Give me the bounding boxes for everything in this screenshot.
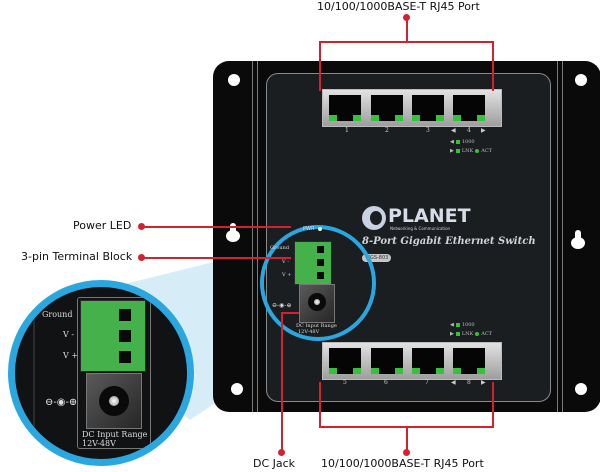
terminal-label-ground-small: Ground	[270, 245, 290, 251]
rj45-port-block-bottom	[322, 342, 502, 380]
terminal-label-vminus: V -	[63, 330, 75, 339]
callout-dot	[278, 449, 285, 456]
rj45-port-1[interactable]	[329, 95, 361, 121]
callout-dot	[403, 449, 410, 456]
arrow-left-icon: ◀	[451, 127, 456, 134]
dc-polarity-icon: ⊖-◉-⊕	[45, 397, 78, 408]
callout-bottom-rj45-ports: 10/100/1000BASE-T RJ45 Port	[321, 457, 484, 470]
brand-name: PLANET	[388, 205, 471, 227]
rj45-port-6[interactable]	[371, 348, 403, 374]
terminal-label-vplus-small: V +	[282, 272, 292, 278]
dc-input-range-value: 12V-48V	[82, 439, 116, 448]
port-label-3: 3	[426, 127, 430, 134]
rj45-port-3[interactable]	[412, 95, 444, 121]
dc-input-range-label: DC Input Range	[82, 430, 148, 439]
plate-rail-right	[557, 61, 563, 412]
power-led-indicator	[318, 227, 322, 231]
port-label-4: 4	[467, 127, 471, 134]
brand-tagline: Networking & Communication	[390, 226, 451, 231]
arrow-left-icon: ◀	[451, 379, 456, 386]
callout-terminal-block: 3-pin Terminal Block	[21, 250, 133, 263]
product-title: 8-Port Gigabit Ethernet Switch	[362, 236, 536, 247]
led-legend-speed-top: ◀1000	[450, 139, 475, 145]
rj45-port-7[interactable]	[412, 348, 444, 374]
rj45-port-8[interactable]	[453, 348, 485, 374]
mount-hole-top-left	[228, 74, 240, 86]
dc-jack-small[interactable]	[299, 284, 335, 323]
arrow-right-icon: ▶	[481, 379, 486, 386]
led-legend-speed-bottom: ◀1000	[450, 322, 475, 328]
callout-dc-jack: DC Jack	[253, 457, 296, 470]
power-led-label: PWR	[303, 226, 315, 232]
callout-top-rj45-ports: 10/100/1000BASE-T RJ45 Port	[317, 0, 480, 13]
callout-power-led: Power LED	[73, 219, 132, 232]
dc-jack-magnified[interactable]	[86, 373, 142, 429]
keyhole-left	[226, 223, 240, 242]
port-label-2: 2	[385, 127, 389, 134]
port-label-7: 7	[425, 379, 429, 386]
rj45-port-2[interactable]	[371, 95, 403, 121]
model-badge: WGS-803	[362, 254, 392, 262]
terminal-block-magnified	[80, 300, 146, 372]
port-label-1: 1	[345, 127, 349, 134]
planet-logo-icon	[362, 206, 386, 230]
dc-input-range-label-small: DC Input Range	[296, 323, 337, 329]
port-label-5: 5	[343, 379, 347, 386]
power-section-magnified: Ground V - V + ⊖-◉-⊕ DC Input Range 12V-…	[8, 280, 194, 466]
terminal-block-small	[294, 241, 332, 285]
keyhole-right	[571, 230, 585, 249]
rj45-port-block-top	[322, 89, 502, 127]
arrow-right-icon: ▶	[481, 127, 486, 134]
terminal-label-ground: Ground	[42, 310, 73, 319]
mount-hole-top-right	[575, 74, 587, 86]
plate-rail-left	[252, 61, 258, 412]
dc-polarity-icon-small: ⊖-◉-⊕	[272, 302, 292, 309]
mount-hole-bottom-right	[575, 383, 587, 395]
terminal-label-vminus-small: V -	[282, 259, 289, 265]
mount-hole-bottom-left	[231, 383, 243, 395]
port-label-6: 6	[384, 379, 388, 386]
dc-input-range-value-small: 12V-48V	[298, 329, 320, 335]
port-label-8: 8	[467, 379, 471, 386]
rj45-port-4[interactable]	[453, 95, 485, 121]
rj45-port-5[interactable]	[329, 348, 361, 374]
terminal-label-vplus: V +	[63, 351, 79, 360]
